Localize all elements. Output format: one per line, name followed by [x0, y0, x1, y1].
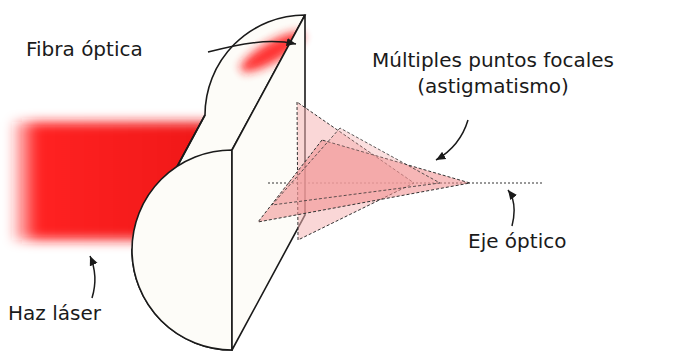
focal-cone: [272, 128, 440, 205]
part-label: Fibra óptica: [26, 36, 206, 62]
lens-end-face: [132, 150, 232, 350]
leader-line: [208, 42, 296, 52]
axis-label: Eje óptico: [468, 228, 638, 254]
beam-label: Haz láser: [8, 300, 158, 326]
leader-line: [508, 190, 514, 226]
leader-line: [90, 256, 95, 298]
lens-curved-surface: [132, 15, 305, 350]
callout-label: Múltiples puntos focales (astigmatismo): [358, 47, 628, 99]
leader-line: [436, 120, 468, 160]
